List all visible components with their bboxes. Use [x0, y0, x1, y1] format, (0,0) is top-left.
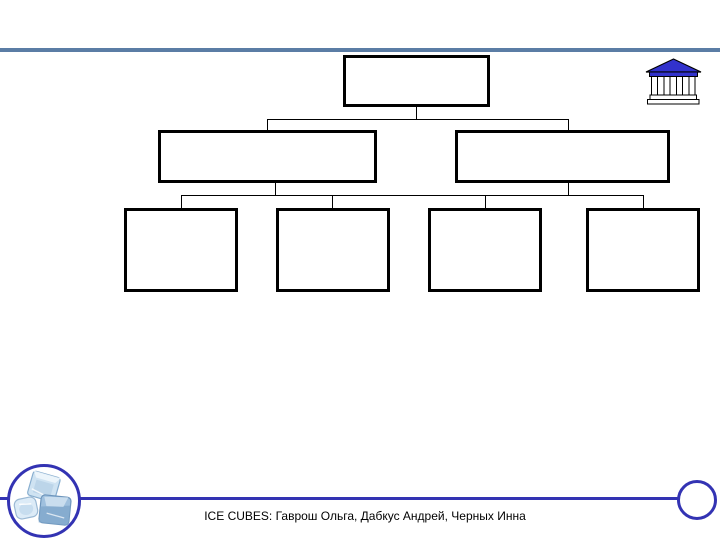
bank-column — [651, 76, 658, 96]
connector-rail-level3 — [181, 195, 644, 196]
org-box-level3-3[interactable] — [428, 208, 542, 292]
bank-step-lower — [647, 99, 700, 105]
org-box-level3-4[interactable] — [586, 208, 700, 292]
bank-column — [676, 76, 683, 96]
connector-rail1-left-drop — [267, 119, 268, 130]
bank-column — [688, 76, 696, 96]
org-box-level3-2[interactable] — [276, 208, 390, 292]
connector-level2-right-down — [568, 183, 569, 195]
footer-caption: ICE CUBES: Гаврош Ольга, Дабкус Андрей, … — [204, 509, 526, 523]
end-circle — [677, 480, 717, 520]
ice-cubes-badge — [7, 464, 81, 538]
connector-rail2-drop-4 — [643, 195, 644, 208]
top-divider — [0, 48, 720, 52]
org-box-root[interactable] — [343, 55, 490, 107]
org-box-level2-left[interactable] — [158, 130, 377, 183]
connector-rail2-drop-1 — [181, 195, 182, 208]
bank-column — [663, 76, 671, 96]
connector-rail2-drop-2 — [332, 195, 333, 208]
connector-level2-left-down — [275, 183, 276, 195]
connector-rail-level2 — [267, 119, 569, 120]
bank-icon — [645, 58, 702, 105]
ice-cubes-image — [13, 470, 72, 526]
bank-step-upper — [649, 94, 697, 100]
bottom-divider — [0, 497, 678, 500]
bank-roof — [645, 58, 702, 73]
connector-rail1-right-drop — [568, 119, 569, 130]
org-box-level2-right[interactable] — [455, 130, 670, 183]
connector-root-down — [416, 107, 417, 119]
bank-beam — [649, 71, 698, 77]
connector-rail2-drop-3 — [485, 195, 486, 208]
org-box-level3-1[interactable] — [124, 208, 238, 292]
